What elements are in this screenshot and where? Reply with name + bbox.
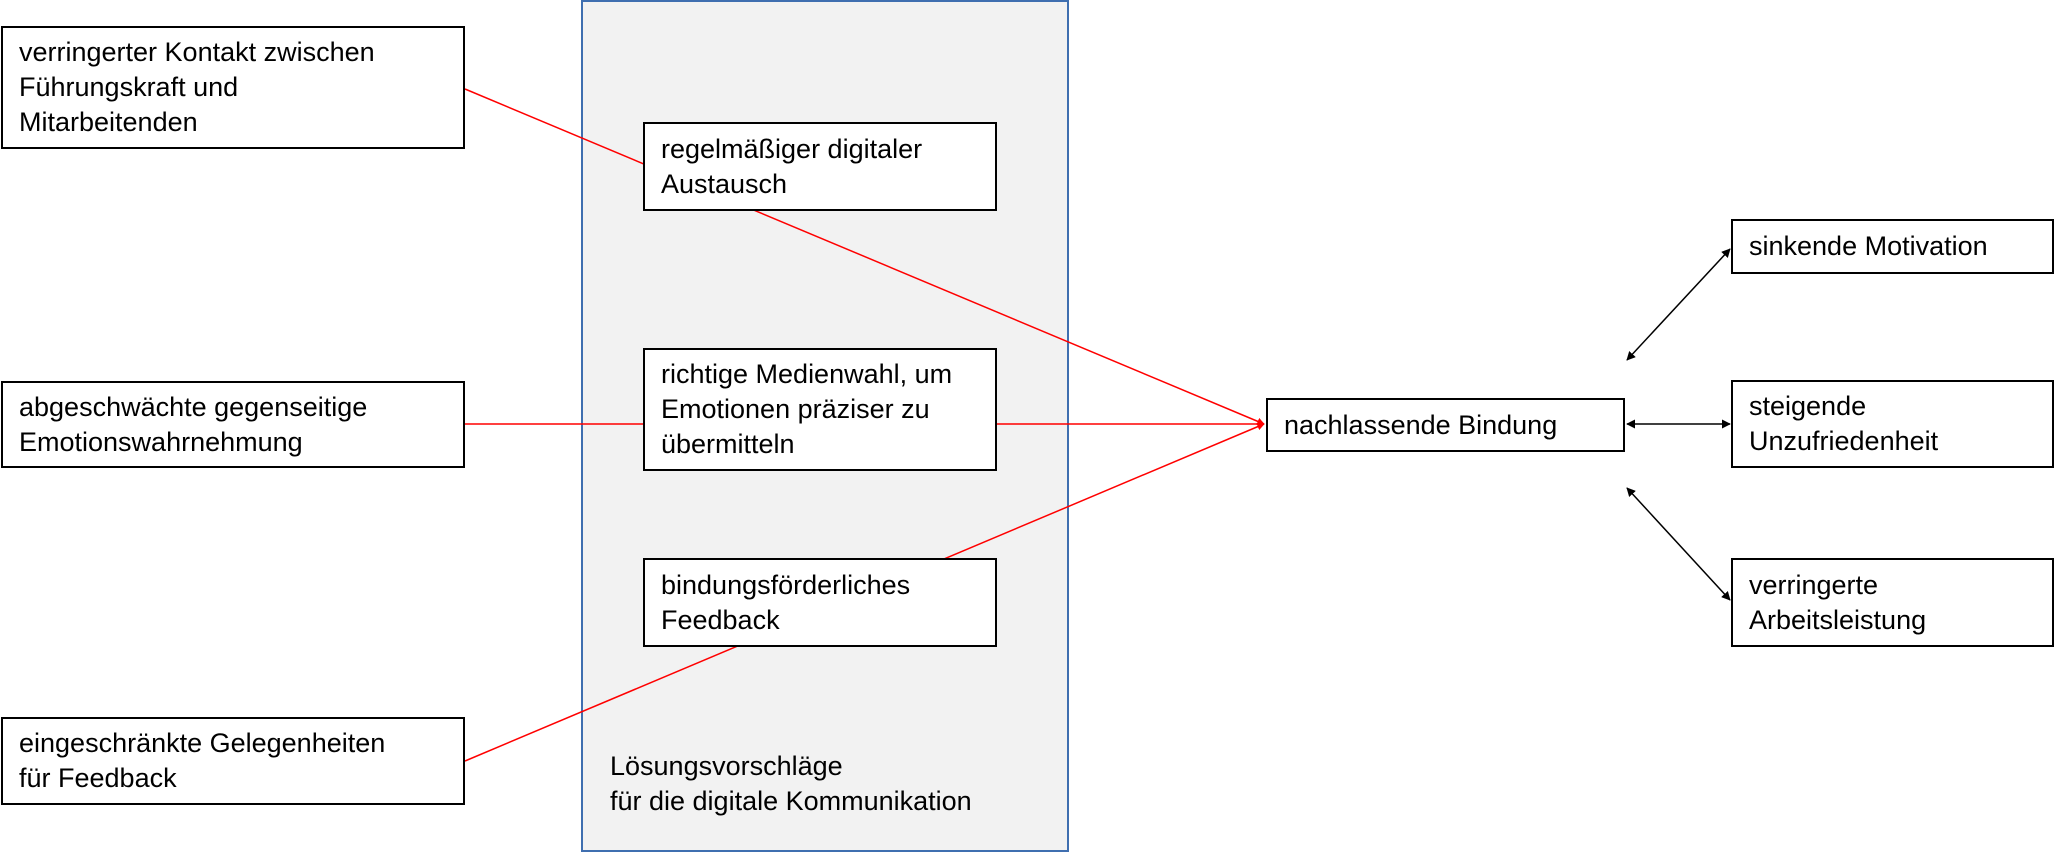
cause-text: verringerter Kontakt zwischen Führungskr…: [19, 37, 375, 137]
effect-text: verringerte Arbeitsleistung: [1749, 569, 1927, 635]
cause-text: eingeschränkte Gelegenheiten für Feedbac…: [19, 728, 386, 793]
cause-box-emotion: abgeschwächte gegenseitige Emotionswahrn…: [1, 381, 465, 468]
cause-box-contact: verringerter Kontakt zwischen Führungskr…: [1, 26, 465, 149]
solution-box-media: richtige Medienwahl, um Emotionen präzis…: [643, 348, 997, 471]
solution-text: bindungsförderliches Feedback: [661, 569, 911, 635]
link-contact-to-binding: [464, 88, 1265, 425]
solution-text: richtige Medienwahl, um Emotionen präzis…: [661, 359, 953, 459]
arrow-binding-performance: [1626, 487, 1731, 601]
center-text: nachlassende Bindung: [1284, 409, 1558, 440]
cause-text: abgeschwächte gegenseitige Emotionswahrn…: [19, 391, 368, 457]
effect-box-performance: verringerte Arbeitsleistung: [1731, 558, 2054, 647]
effect-box-motivation: sinkende Motivation: [1731, 219, 2054, 274]
effect-box-dissatisfaction: steigende Unzufriedenheit: [1731, 380, 2054, 468]
effect-text: steigende Unzufriedenheit: [1749, 391, 1939, 456]
solution-text: regelmäßiger digitaler Austausch: [661, 133, 923, 199]
arrow-binding-motivation: [1626, 248, 1731, 361]
solutions-panel-caption: Lösungsvorschläge für die digitale Kommu…: [610, 751, 972, 816]
center-box-binding: nachlassende Bindung: [1266, 398, 1625, 452]
cause-box-feedback: eingeschränkte Gelegenheiten für Feedbac…: [1, 717, 465, 805]
solution-box-feedback: bindungsförderliches Feedback: [643, 558, 997, 647]
effect-text: sinkende Motivation: [1749, 231, 1988, 261]
solution-box-exchange: regelmäßiger digitaler Austausch: [643, 122, 997, 211]
